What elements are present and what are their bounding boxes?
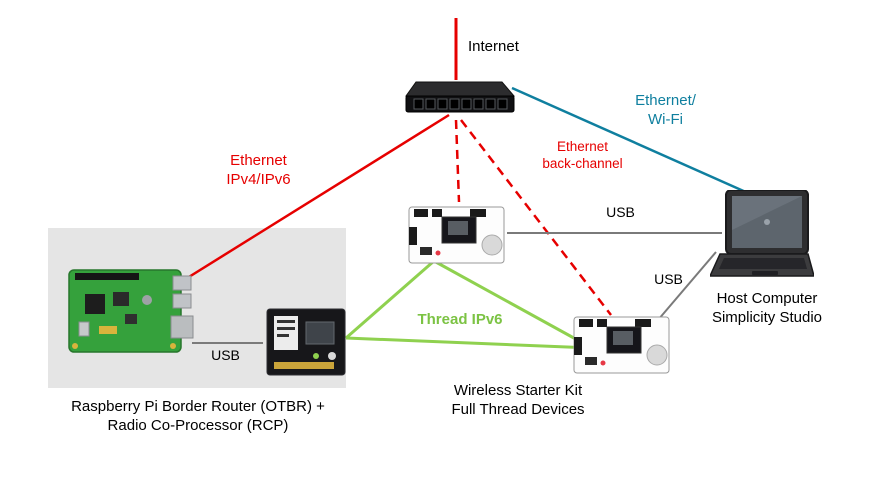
thread-link-line-2 <box>433 259 593 350</box>
raspberry-pi-board-icon <box>55 242 195 374</box>
host-computer-caption: Host Computer Simplicity Studio <box>711 290 823 326</box>
ethernet-wifi-label: Ethernet/ Wi-Fi <box>635 92 696 128</box>
laptop-icon <box>708 189 815 290</box>
rcp-board-icon <box>266 308 346 378</box>
usb-wstk1-label: USB <box>606 204 635 220</box>
ethernet-switch-icon <box>402 76 516 118</box>
thread-ipv6-label: Thread IPv6 <box>417 311 503 328</box>
thread-link-line-3 <box>345 336 593 350</box>
ethernet-backchannel-label: Ethernet back-channel <box>542 139 623 171</box>
raspberry-pi-caption: Raspberry Pi Border Router (OTBR) + Radi… <box>71 398 325 434</box>
internet-label: Internet <box>468 38 519 55</box>
ethernet-ipv4-label: Ethernet IPv4/IPv6 <box>226 152 291 188</box>
backchannel-link-line-1 <box>454 119 461 203</box>
wstk-board-1-icon <box>408 203 508 267</box>
wstk-caption: Wireless Starter Kit Full Thread Devices <box>451 382 585 418</box>
usb-rcp-label: USB <box>211 347 240 363</box>
usb-wstk2-label: USB <box>654 271 683 287</box>
wstk-board-2-icon <box>573 313 673 377</box>
